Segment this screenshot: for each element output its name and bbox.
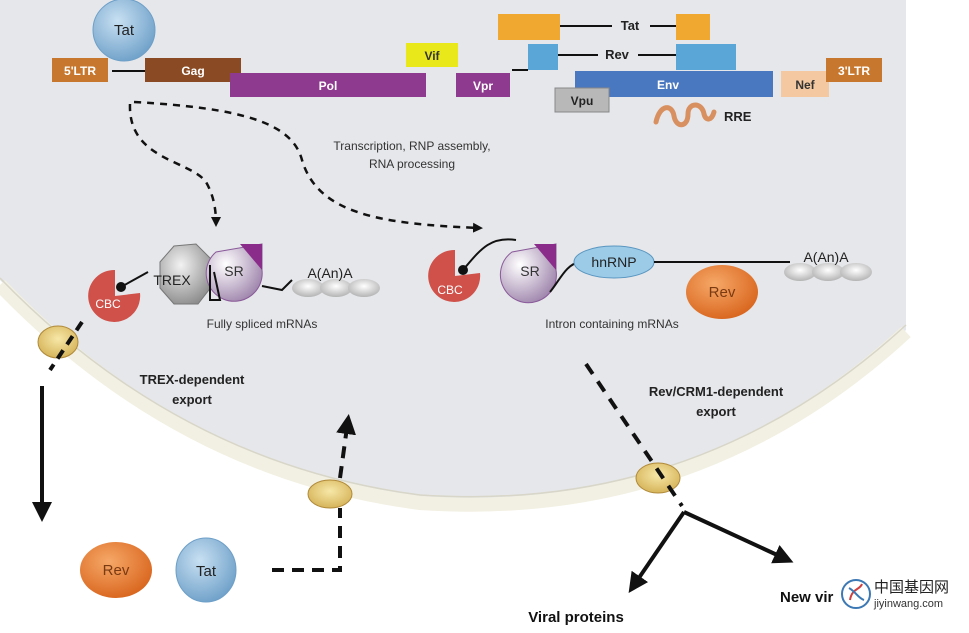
- reimport-dashed-arrow: [272, 420, 348, 572]
- genome-map: 5'LTR Gag Pol Vif Vpr Tat Rev Env Vpu Ne…: [52, 0, 882, 128]
- rev-exon2-box: [676, 44, 736, 70]
- ltr3-label: 3'LTR: [838, 64, 870, 78]
- cbc-right-icon: [428, 249, 481, 302]
- nuclear-envelope: [0, 280, 911, 512]
- arrow-to-new-virions: [683, 510, 794, 564]
- tat-exon1-box: [498, 14, 560, 40]
- trex-label: TREX: [153, 272, 191, 288]
- trex-export-line1: TREX-dependent: [140, 372, 245, 387]
- spliced-caption: Fully spliced mRNAs: [207, 317, 318, 331]
- rre-rna-icon: [653, 102, 717, 128]
- tat-protein-top-label: Tat: [114, 22, 135, 39]
- rev-export-line1: Rev/CRM1-dependent: [649, 384, 784, 399]
- ltr5-label: 5'LTR: [64, 64, 96, 78]
- watermark: 中国基因网 jiyinwang.com: [841, 579, 949, 610]
- trex-export-line2: export: [172, 392, 212, 407]
- gag-box: [145, 58, 241, 82]
- rev-exon-label: Rev: [605, 47, 630, 62]
- nef-label: Nef: [795, 78, 815, 92]
- cbc-left-label: CBC: [95, 297, 121, 311]
- nuclear-pores: [37, 325, 681, 509]
- sr-right-label: SR: [520, 263, 539, 279]
- nuclear-pore-center: [307, 479, 353, 509]
- arrow-to-viral-proteins: [628, 510, 686, 593]
- polya-left-label: A(An)A: [307, 265, 353, 281]
- dashed-arrow-to-spliced: [128, 103, 221, 227]
- polya-right-beads: [784, 263, 872, 281]
- viral-proteins-label: Viral proteins: [528, 609, 624, 626]
- vif-box: [406, 43, 458, 67]
- trex-export-dash: [48, 320, 84, 372]
- cbc-right-label: CBC: [437, 283, 463, 297]
- nuclear-envelope-edge: [0, 277, 907, 498]
- gag-label: Gag: [181, 64, 204, 78]
- tat-cytoplasm-label: Tat: [196, 563, 217, 580]
- cbc-left-icon: [88, 269, 141, 322]
- vif-label: Vif: [424, 49, 440, 63]
- spliced-mrna-complex: CBC TREX SR A(An)A Fully spliced mRNAs: [88, 243, 380, 331]
- rev-exon1-box: [528, 44, 558, 70]
- vpu-box: [554, 87, 610, 113]
- pol-label: Pol: [319, 79, 338, 93]
- rev-cytoplasm-protein: [80, 542, 152, 598]
- new-virions-label: New vir: [780, 589, 834, 606]
- nuclear-pore-left: [37, 325, 79, 359]
- watermark-cn: 中国基因网: [874, 579, 949, 596]
- sr-right-protein: [499, 243, 557, 304]
- process-label-line1: Transcription, RNP assembly,: [333, 139, 490, 153]
- sr-left-protein: [205, 243, 263, 302]
- env-label: Env: [657, 78, 679, 92]
- watermark-url: jiyinwang.com: [873, 598, 943, 610]
- pol-box: [230, 73, 426, 97]
- hnrnp-label: hnRNP: [591, 254, 636, 270]
- vpu-label: Vpu: [571, 94, 594, 108]
- polya-left-beads: [292, 279, 380, 297]
- rre-label: RRE: [724, 109, 752, 124]
- rev-export-dash: [584, 362, 684, 508]
- tat-exon2-box: [676, 14, 710, 40]
- tat-protein-top: [92, 0, 156, 62]
- vpr-box: [456, 73, 510, 97]
- ltr5-box: [52, 58, 108, 82]
- tat-exon-label: Tat: [621, 18, 640, 33]
- vpr-label: Vpr: [473, 79, 493, 93]
- rev-right-label: Rev: [709, 284, 736, 301]
- rev-right-protein: [686, 265, 758, 319]
- ltr3-box: [826, 58, 882, 82]
- sr-left-label: SR: [224, 263, 243, 279]
- dashed-arrow-to-intron: [133, 100, 483, 233]
- process-label-line2: RNA processing: [369, 157, 455, 171]
- intron-caption: Intron containing mRNAs: [545, 317, 678, 331]
- intron-mrna-complex: CBC SR hnRNP Rev A(An)A Intron containin…: [428, 238, 872, 331]
- rev-export-line2: export: [696, 404, 736, 419]
- rev-cytoplasm-label: Rev: [103, 562, 130, 579]
- nef-box: [781, 71, 829, 97]
- polya-right-label: A(An)A: [803, 249, 849, 265]
- tat-cytoplasm-protein: [175, 537, 237, 603]
